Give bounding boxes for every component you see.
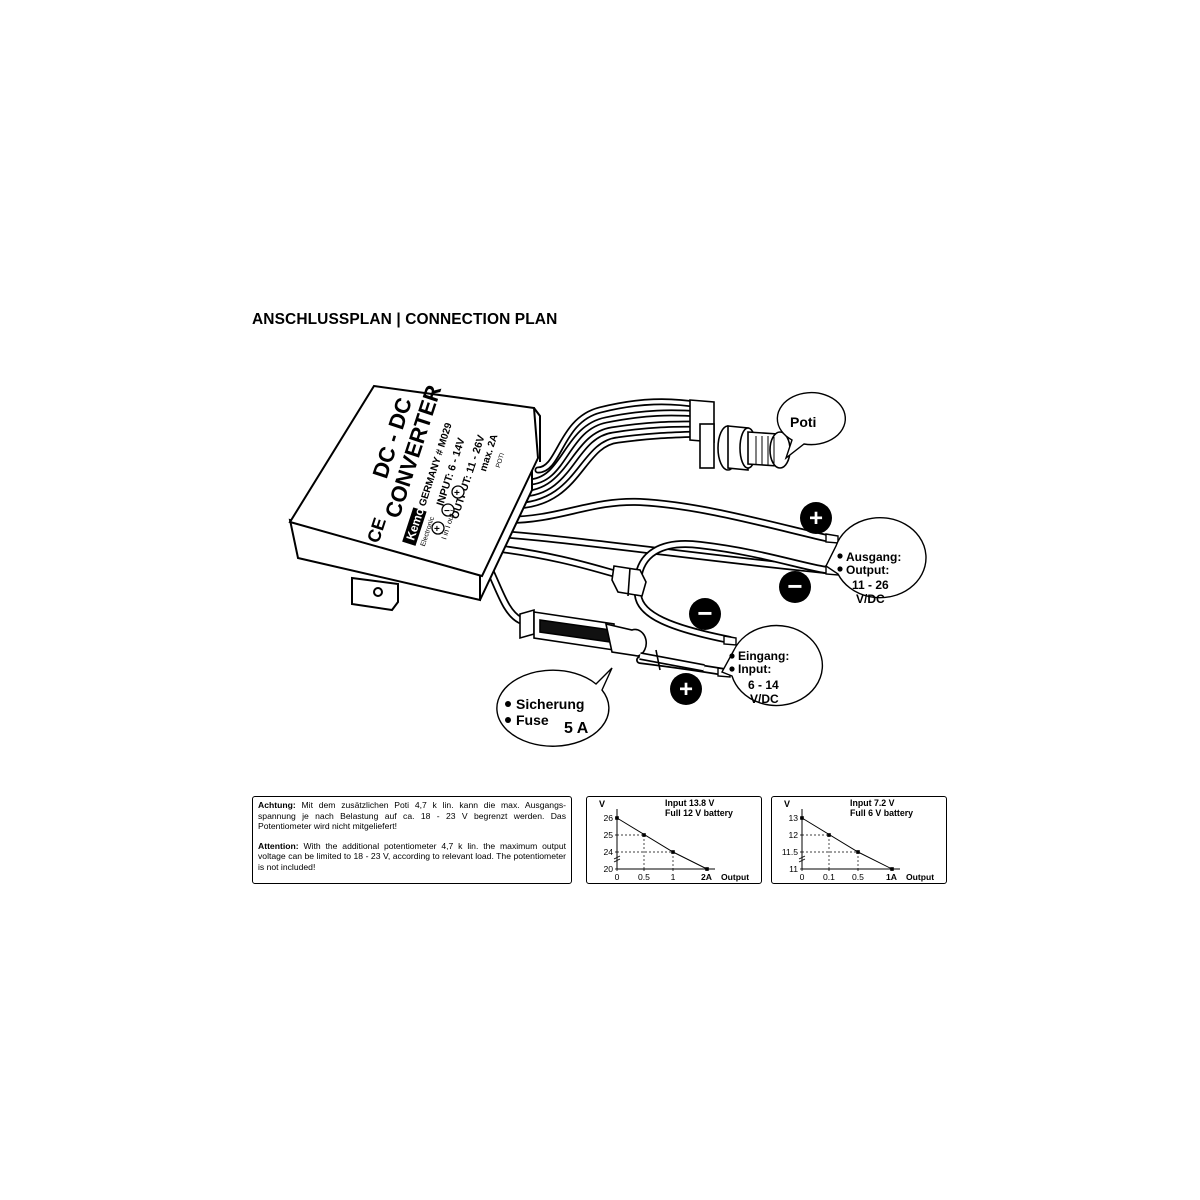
data-point: [705, 867, 709, 871]
terminal-plus-2: +: [454, 488, 460, 499]
poti-callout: Poti: [776, 391, 847, 460]
data-point: [615, 816, 619, 820]
note-de-head: Achtung:: [258, 800, 296, 810]
output-en-label: Output:: [846, 563, 889, 577]
x-tick-label: 0.1: [823, 872, 835, 882]
y-tick-label: 25: [603, 830, 613, 840]
x-tick-label: 0.5: [852, 872, 864, 882]
note-en-body: With the additional potentiometer 4,7 k …: [258, 840, 567, 872]
terminal-minus: −: [444, 506, 450, 517]
y-tick-label: 11.5: [782, 847, 798, 857]
output-range: 11 - 26: [852, 578, 889, 592]
y-axis-label: V: [599, 799, 605, 809]
series-line: [801, 817, 893, 870]
input-range: 6 - 14: [748, 678, 779, 692]
axis-break-mark: [613, 855, 621, 863]
x-tick-label: 0: [800, 872, 805, 882]
chart-title-line: Full 6 V battery: [850, 808, 913, 818]
x-tick-label: 0: [615, 872, 620, 882]
fuse-de-label: Sicherung: [516, 696, 584, 712]
fuse-callout: Sicherung Fuse 5 A: [496, 667, 613, 747]
input-plus-badge: +: [670, 673, 702, 705]
input-minus-badge: −: [689, 598, 721, 630]
data-point: [856, 850, 860, 854]
potentiometer: [689, 399, 791, 471]
input-en-label: Input:: [738, 662, 771, 676]
note-de: Achtung: Mit dem zusätzlichen Poti 4,7 k…: [258, 800, 566, 832]
x-axis-label: Output: [906, 872, 934, 882]
chart-title-line: Full 12 V battery: [665, 808, 733, 818]
x-tick-label: 1A: [886, 872, 897, 882]
svg-text:+: +: [679, 676, 693, 703]
poti-mark: POTI: [495, 452, 506, 469]
output-de-label: Ausgang:: [846, 550, 901, 564]
data-point: [671, 850, 675, 854]
y-junction: [611, 565, 647, 597]
output-unit: V/DC: [856, 592, 885, 606]
input-de-label: Eingang:: [738, 649, 789, 663]
poti-wires: [508, 398, 706, 510]
x-axis-label: Output: [721, 872, 749, 882]
y-tick-label: 26: [603, 813, 613, 823]
y-tick-label: 11: [789, 864, 798, 874]
svg-text:−: −: [697, 598, 712, 628]
terminal-plus-1: +: [434, 524, 440, 535]
converter-box: [288, 384, 541, 612]
polarity-badges: + − − +: [670, 502, 832, 705]
data-point: [642, 833, 646, 837]
chart-title-line: Input 7.2 V: [850, 798, 895, 808]
fuse-value: 5 A: [564, 720, 589, 737]
x-tick-label: 2A: [701, 872, 712, 882]
chart-title-line: Input 13.8 V: [665, 798, 715, 808]
input-callout: Eingang: Input: 6 - 14 V/DC: [721, 624, 824, 707]
output-callout: Ausgang: Output: 11 - 26 V/DC: [825, 517, 927, 606]
output-plus-badge: +: [800, 502, 832, 534]
note-en: Attention: With the additional potentiom…: [258, 841, 566, 873]
y-tick-label: 20: [603, 864, 613, 874]
input-unit: V/DC: [750, 692, 779, 706]
y-axis-label: V: [784, 799, 790, 809]
note-en-head: Attention:: [258, 840, 299, 851]
page-title: ANSCHLUSSPLAN | CONNECTION PLAN: [252, 311, 558, 328]
fuse-holder: [519, 608, 705, 672]
data-point: [827, 833, 831, 837]
data-point: [800, 816, 804, 820]
output-wires: [496, 497, 830, 584]
fuse-en-label: Fuse: [516, 712, 549, 728]
svg-text:+: +: [809, 505, 823, 532]
output-minus-badge: −: [779, 571, 811, 603]
data-point: [890, 867, 894, 871]
y-tick-label: 12: [788, 830, 798, 840]
attention-note: Achtung: Mit dem zusätzlichen Poti 4,7 k…: [252, 796, 572, 884]
poti-label: Poti: [790, 414, 816, 430]
y-tick-label: 24: [603, 847, 613, 857]
x-tick-label: 0.5: [638, 872, 650, 882]
series-line: [616, 817, 708, 870]
axis-break-mark: [798, 855, 806, 863]
x-tick-label: 1: [671, 872, 676, 882]
note-de-body: Mit dem zusätzlichen Poti 4,7 k lin. kan…: [258, 800, 567, 832]
svg-text:−: −: [787, 571, 802, 601]
y-tick-label: 13: [788, 813, 798, 823]
